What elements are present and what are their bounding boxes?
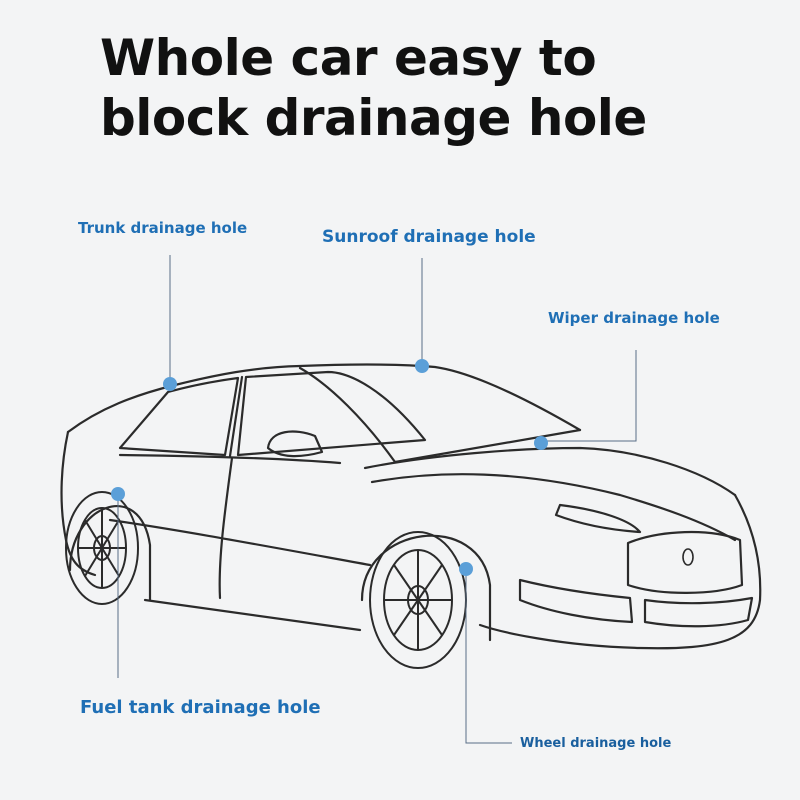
car-side-mirror bbox=[266, 430, 324, 458]
label-fuel-tank-drainage-hole: Fuel tank drainage hole bbox=[80, 697, 321, 718]
label-wheel-drainage-hole: Wheel drainage hole bbox=[520, 736, 672, 751]
car-front-face bbox=[478, 493, 762, 650]
page-title: Whole car easy to block drainage hole bbox=[100, 29, 647, 147]
leader-wheel bbox=[465, 569, 512, 744]
car-side-character-line bbox=[108, 518, 372, 567]
leader-lines bbox=[117, 255, 637, 744]
marker-sunroof bbox=[415, 359, 429, 373]
car-rear-window bbox=[118, 376, 240, 457]
marker-wheel bbox=[459, 562, 473, 576]
marker-fuel bbox=[111, 487, 125, 501]
car-rear-wheel-arch bbox=[68, 505, 152, 602]
car-lower-intake bbox=[518, 578, 634, 624]
car-lower-grille bbox=[643, 596, 754, 628]
rear-wheel bbox=[65, 491, 139, 605]
car-belt-line bbox=[118, 453, 342, 465]
car-hood-crease bbox=[370, 473, 737, 542]
label-wiper-drainage-hole: Wiper drainage hole bbox=[548, 309, 720, 327]
car-hood bbox=[363, 446, 737, 497]
label-trunk-drainage-hole: Trunk drainage hole bbox=[78, 219, 248, 237]
car-b-pillar bbox=[228, 375, 244, 458]
drainage-markers bbox=[111, 359, 548, 576]
marker-wiper bbox=[534, 436, 548, 450]
car-front-wheel-arch bbox=[360, 534, 492, 642]
label-sunroof-drainage-hole: Sunroof drainage hole bbox=[322, 227, 536, 247]
car-emblem-icon bbox=[682, 548, 694, 566]
car-outline bbox=[60, 363, 762, 650]
leader-wiper bbox=[541, 350, 637, 442]
front-wheel bbox=[369, 531, 467, 669]
car-grille bbox=[626, 530, 744, 594]
car-door-line bbox=[218, 456, 234, 600]
car-headlight bbox=[554, 503, 642, 534]
car-rocker bbox=[143, 598, 362, 632]
marker-trunk bbox=[163, 377, 177, 391]
car-front-window bbox=[236, 370, 427, 457]
car-roofline bbox=[66, 363, 582, 434]
car-windshield bbox=[298, 366, 582, 464]
